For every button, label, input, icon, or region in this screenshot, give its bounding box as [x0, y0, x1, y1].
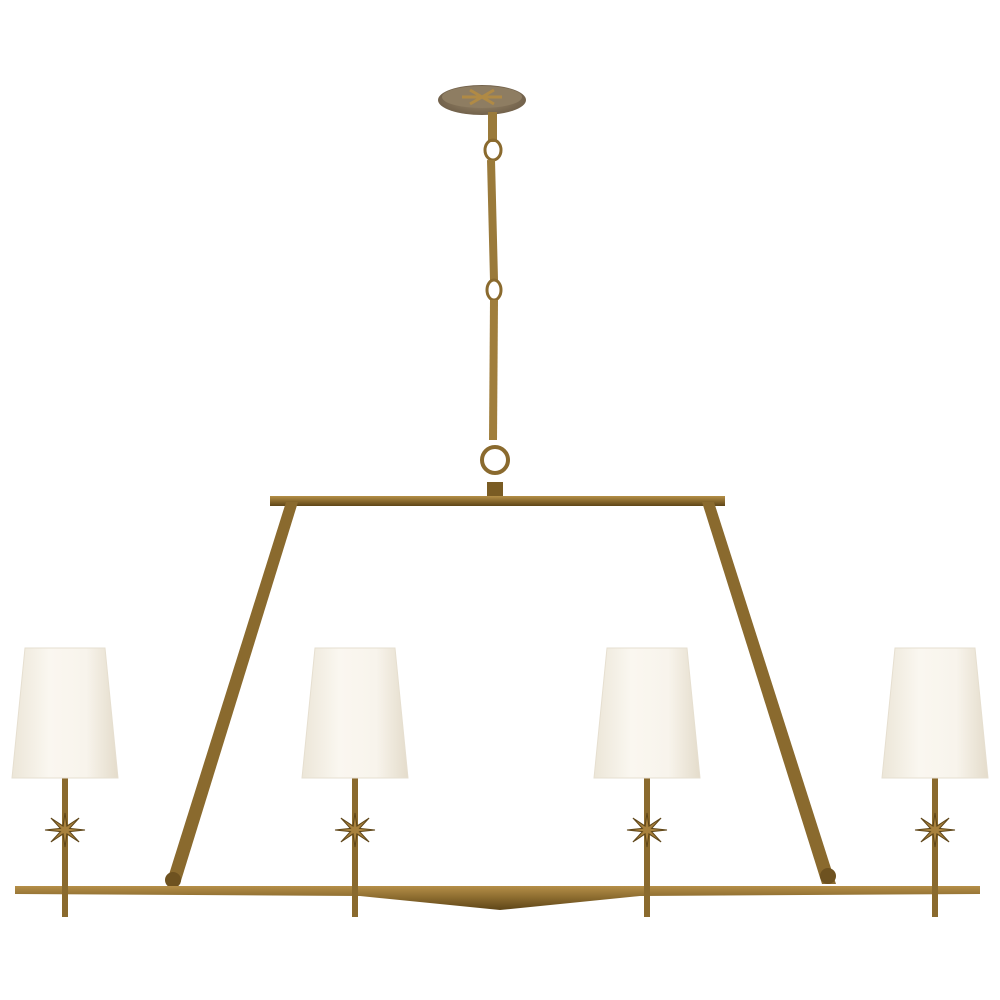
lamp-1	[11, 647, 119, 917]
lamp-2	[301, 647, 409, 917]
star-ornament	[334, 812, 376, 848]
lamp-3	[593, 647, 701, 917]
star-ornament	[44, 812, 86, 848]
lamp-4	[881, 647, 989, 917]
frame	[15, 496, 980, 910]
chain	[480, 112, 510, 498]
lamp-shade	[301, 647, 409, 779]
canopy	[438, 85, 526, 115]
star-ornament	[626, 812, 668, 848]
lamp-shade	[593, 647, 701, 779]
lamp-arms	[11, 647, 989, 917]
lamp-shade	[881, 647, 989, 779]
lamp-shade	[11, 647, 119, 779]
star-ornament	[914, 812, 956, 848]
